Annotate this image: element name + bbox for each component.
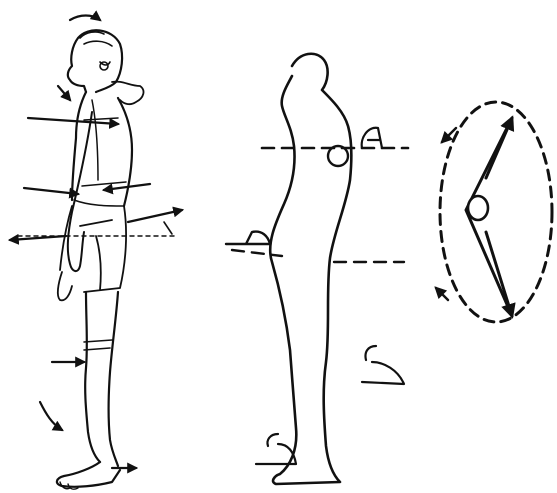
outline-body (270, 54, 351, 484)
child-hair (80, 32, 112, 65)
rotation-arrow-bottom-left (436, 288, 448, 300)
child-hand (58, 272, 72, 300)
child-arrows (10, 16, 182, 469)
angle-marker-shoulder (362, 128, 382, 148)
rotation-center-circle (468, 196, 488, 220)
child-ear (100, 62, 108, 70)
child-head (68, 30, 122, 92)
child-standing-figure (10, 16, 182, 490)
child-leg-back (109, 292, 119, 466)
child-shirt-lines (74, 100, 126, 206)
arrow-ankle (40, 402, 62, 430)
child-leg-front (85, 292, 100, 462)
waist-angle-mark (164, 222, 172, 234)
outline-hip-line (232, 250, 404, 262)
body-outline-figure (226, 54, 408, 484)
arrow-head-top (70, 16, 100, 21)
rotation-arrow-down (486, 232, 512, 316)
rotation-diagram (436, 102, 552, 322)
child-hood (112, 82, 143, 105)
angle-marker-hip (226, 232, 270, 244)
arrow-chest (24, 188, 78, 194)
child-knee-band (84, 340, 112, 350)
child-torso (72, 92, 132, 206)
rotation-arrow-up (486, 118, 512, 178)
arrow-chin (58, 86, 70, 100)
child-foot (57, 462, 120, 487)
rotation-dashed-ellipse (440, 102, 552, 322)
angle-marker-knee (362, 346, 404, 384)
arrow-waist-right (128, 210, 182, 222)
